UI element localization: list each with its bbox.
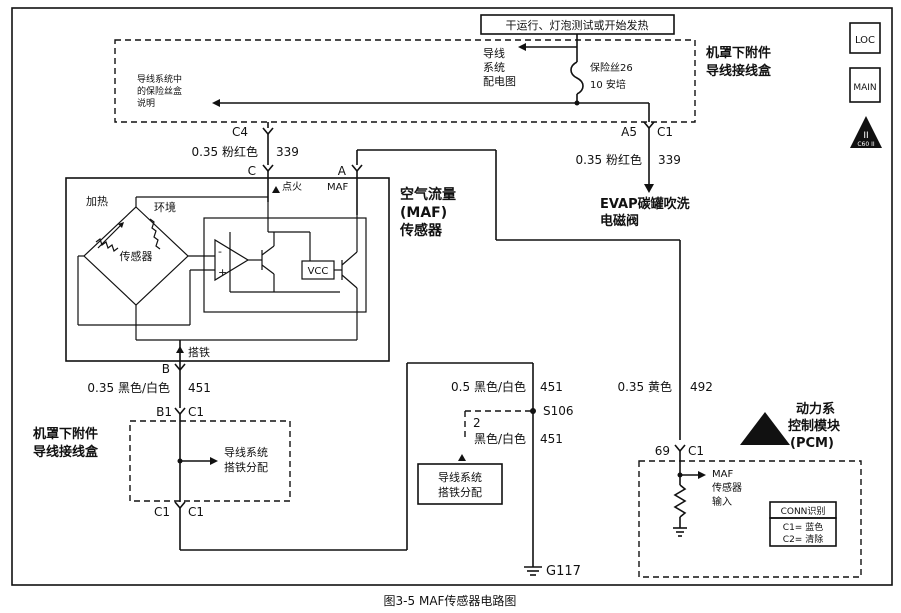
evap-label-1: EVAP碳罐吹洗 [600,196,690,212]
maf-title-3: 传感器 [399,222,443,239]
mid-wire: 0.5 黑色/白色 [451,379,526,394]
lower-dist-1: 导线系统 [224,445,268,459]
loc-icon [849,22,881,54]
left-wire: 0.35 粉红色 [191,144,258,159]
fuse-rating: 10 安培 [590,78,626,91]
upper-junction-box [114,39,696,123]
maf-title-1: 空气流量 [400,186,456,203]
right-wire: 0.35 粉红色 [575,152,642,167]
left-connector: C4 [232,125,248,139]
top-banner: 干运行、灯泡测试或开始发热 [506,18,649,32]
ground-g117: G117 [546,564,581,579]
ref-wiring-1: 导线 [483,46,505,60]
ign-label: 点火 [282,181,302,193]
left-pin: C [248,164,256,178]
mid-dist-2: 搭铁分配 [438,486,482,499]
op-amp [214,238,250,282]
conn-2: C2= 清除 [783,533,823,545]
mid-dist-1: 导线系统 [438,470,482,484]
connector-69 [674,444,686,453]
pcm-connector: C1 [688,444,704,458]
ii-mark: II [863,131,868,141]
right-pin: A5 [621,125,637,139]
lower-dist-2: 搭铁分配 [224,461,268,474]
op-minus: - [218,245,222,258]
splice-label: S106 [543,404,574,418]
ground-circuit: 451 [188,381,211,395]
mid-wire2: 黑色/白色 [474,431,526,446]
ref-wiring-2: 系统 [483,61,505,74]
fuse-name: 保险丝26 [590,61,633,74]
pcm-input-2: 传感器 [712,481,742,494]
maf-pin-a: A [338,164,347,178]
figure-caption: 图3-5 MAF传感器电路图 [384,593,517,608]
conn-title: CONN识别 [781,506,826,517]
triangle-ii-icon [850,116,882,148]
ground-label: 搭铁 [188,346,210,359]
heat-label: 加热 [86,195,108,208]
pcm-input-resistor [673,484,687,518]
pcm-input-3: 输入 [712,495,732,508]
mid-num: 2 [473,416,481,430]
upper-box-title-2: 导线接线盒 [706,63,772,79]
mid-circuit2: 451 [540,432,563,446]
pcm-wire: 0.35 黄色 [617,380,672,394]
op-plus: + [218,266,227,279]
main-icon [849,67,881,103]
upper-box-title-1: 机罩下附件 [706,45,771,61]
evap-label-2: 电磁阀 [600,213,639,229]
splice-s106 [530,408,536,414]
main-label: MAIN [853,83,876,93]
connector-c-pin [262,164,274,173]
env-resistor [149,218,161,250]
left-circuit: 339 [276,145,299,159]
pcm-box [638,460,862,578]
ground-wire: 0.35 黑色/白色 [87,380,170,395]
fuse-note-3: 说明 [137,97,155,109]
lower-junction-box [129,420,291,502]
maf-sensor-box [65,177,390,362]
right-connector: C1 [657,125,673,139]
bottom-left-conn: C1 [154,505,170,519]
pcm-title-2: 控制模块 [788,418,841,434]
connector-a-pin [351,164,363,173]
mid-dist-box [417,463,503,505]
maf-pin-label: MAF [327,182,348,193]
ground-b1: B1 [156,405,172,419]
lower-box-title-1: 机罩下附件 [33,426,98,442]
outer-frame [11,7,893,586]
vcc-label: VCC [308,266,329,277]
ground-pin-b: B [162,362,170,376]
fuse-note-1: 导线系统中 [137,73,182,85]
fuse-note-2: 的保险丝盒 [137,85,182,97]
bottom-right-conn: C1 [188,505,204,519]
conn-id-body [769,517,837,547]
esd-icon [740,412,790,445]
pcm-circuit: 492 [690,380,713,394]
connector-c4 [262,127,274,136]
ref-wiring-3: 配电图 [483,75,516,88]
maf-title-2: (MAF) [400,205,447,221]
mid-circuit: 451 [540,380,563,394]
conn-1: C1= 蓝色 [783,521,823,533]
ground-c1: C1 [188,405,204,419]
pcm-input-1: MAF [712,469,733,480]
sensor-label: 传感器 [120,250,153,263]
env-label: 环境 [154,200,176,214]
lower-box-title-2: 导线接线盒 [33,444,99,460]
connector-b1 [174,407,186,416]
connector-c1-bottom [174,501,186,510]
amplifier-box [203,217,367,313]
heat-resistor [95,238,119,252]
loc-label: LOC [855,35,875,46]
pcm-title-1: 动力系 [796,401,835,417]
ii-sub: C60 II [857,141,875,148]
pcm-pin: 69 [655,444,670,458]
fuse-symbol [570,61,584,95]
right-circuit: 339 [658,153,681,167]
pcm-title-3: (PCM) [790,436,834,451]
connector-a5 [643,121,655,130]
